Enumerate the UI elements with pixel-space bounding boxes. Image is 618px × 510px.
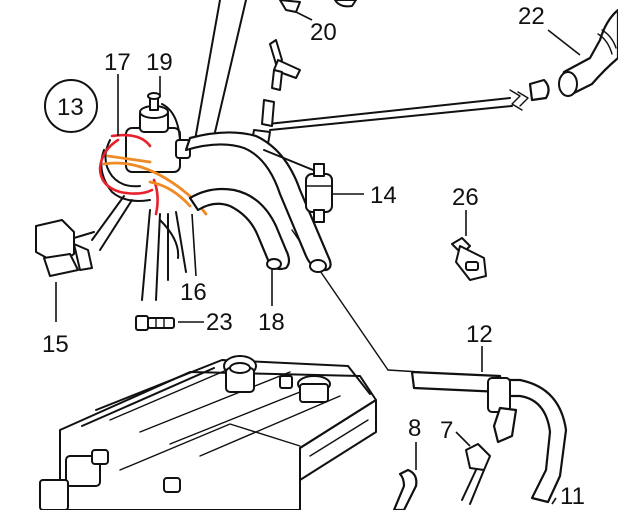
callout-14: 14 — [370, 182, 397, 209]
callout-7: 7 — [440, 417, 453, 444]
leader-16 — [191, 213, 197, 277]
callout-13-circle — [44, 79, 98, 133]
callout-12: 12 — [466, 321, 493, 348]
callout-18: 18 — [258, 309, 285, 336]
part-7-fitting — [461, 443, 491, 505]
part-12-hose-assembly — [410, 370, 568, 504]
callout-17: 17 — [104, 49, 131, 76]
part-26-sensor — [451, 237, 487, 281]
leader-11 — [551, 497, 557, 505]
callout-8: 8 — [408, 415, 421, 442]
callout-22: 22 — [518, 3, 545, 30]
callout-15: 15 — [42, 331, 69, 358]
callout-11: 11 — [560, 483, 585, 510]
part-18-hoses — [184, 131, 332, 273]
wire-bundle — [91, 195, 187, 301]
part-14-filter — [263, 149, 333, 223]
leader-20 — [295, 11, 313, 21]
callout-19: 19 — [146, 49, 173, 76]
leader-7 — [455, 431, 471, 447]
part-15-sensor — [35, 219, 95, 277]
part-23-bolt — [135, 315, 175, 331]
callout-26: 26 — [452, 184, 479, 211]
t-fitting — [251, 39, 301, 145]
engine-block — [39, 355, 377, 510]
part-20-clamp — [279, 0, 357, 13]
part-22-hose — [558, 8, 618, 98]
leader-22 — [547, 29, 581, 56]
part-8-pipe — [392, 468, 418, 510]
callout-20: 20 — [310, 19, 337, 46]
callout-16: 16 — [180, 279, 207, 306]
vacuum-tube-long — [267, 78, 550, 131]
callout-23: 23 — [206, 309, 233, 336]
callout-13: 13 — [57, 94, 84, 121]
